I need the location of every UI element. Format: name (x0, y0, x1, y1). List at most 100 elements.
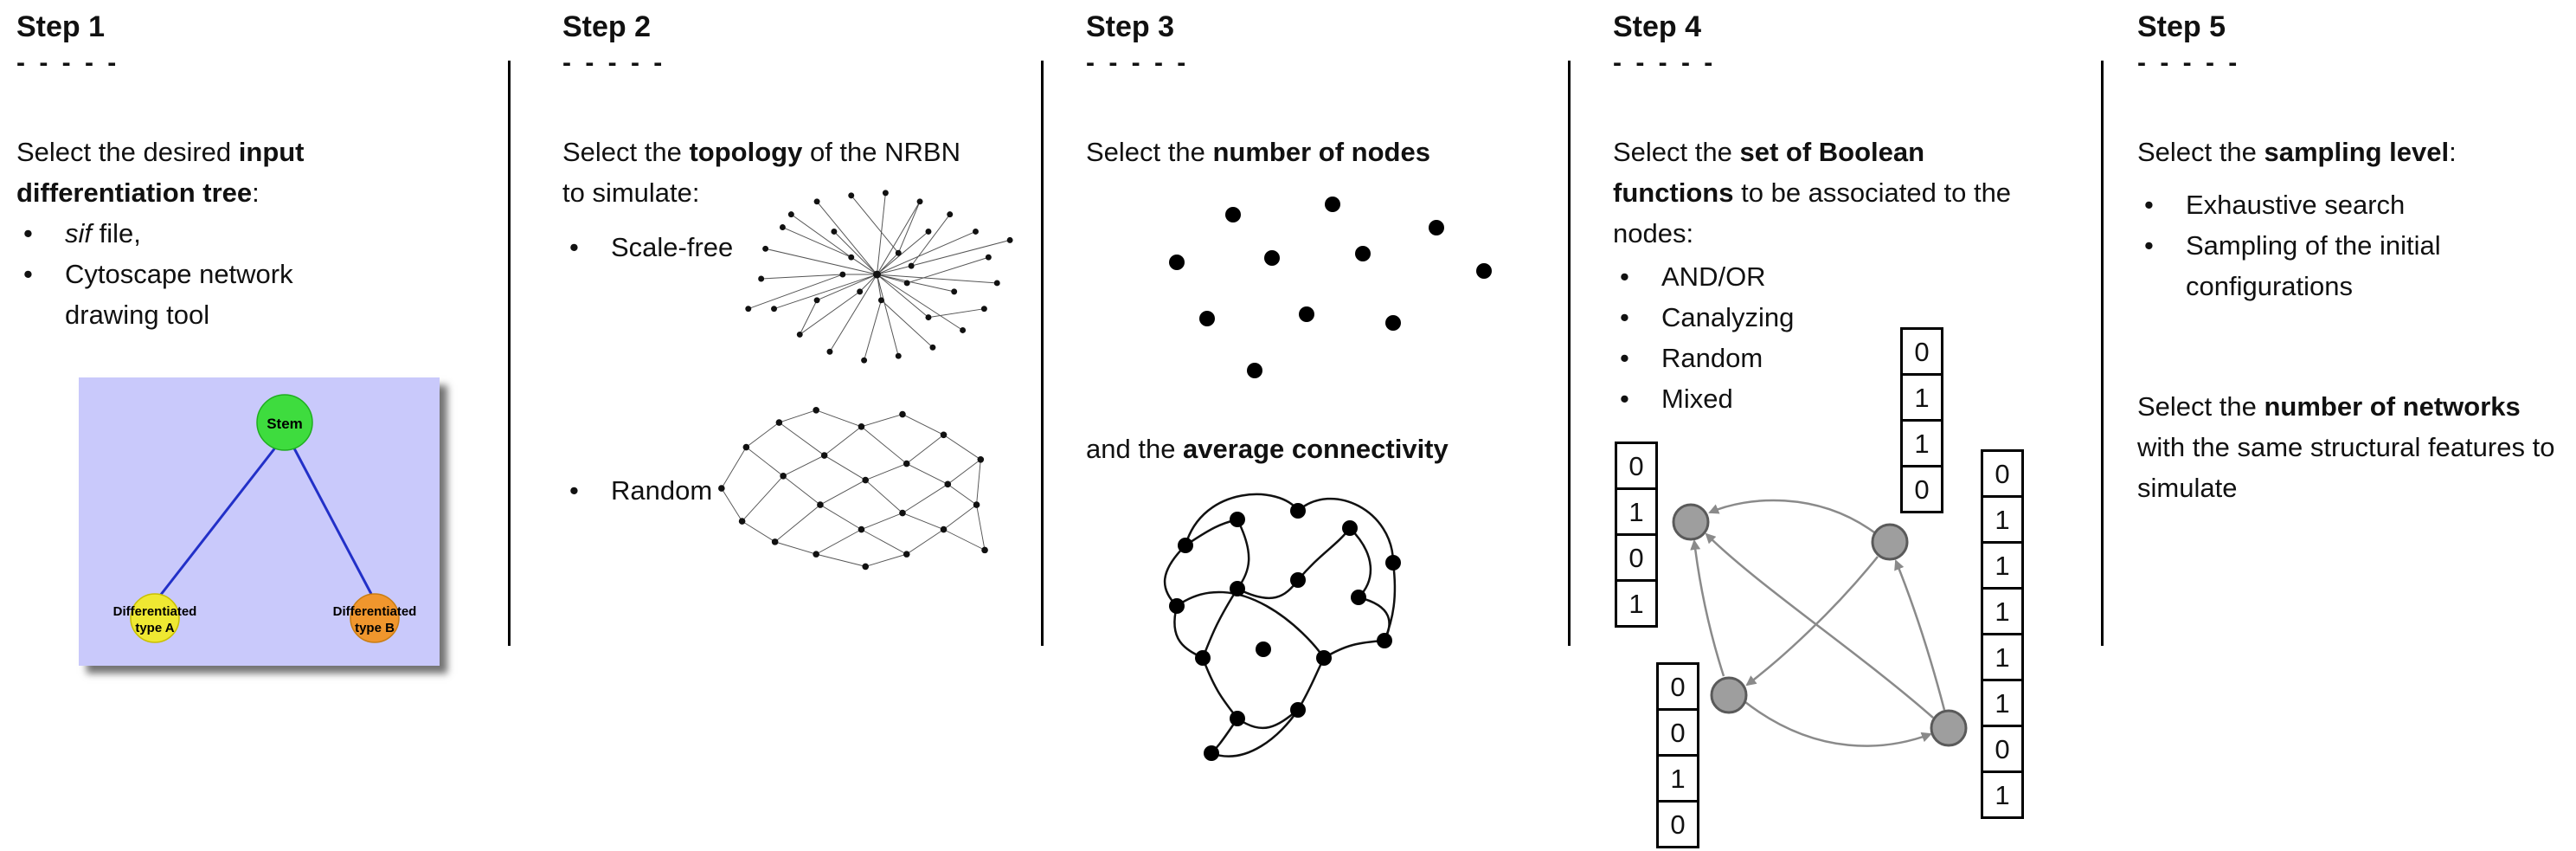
bullet-item-scale-free: Scale-free (562, 227, 853, 268)
stem-label: Stem (267, 416, 303, 432)
differentiation-tree-svg: Stem Differentiated type A Differentiate… (79, 377, 440, 666)
step-2-column: Step 2 - - - - - Select the topology of … (562, 0, 1041, 851)
bullet-item: Canalyzing (1613, 297, 1890, 338)
step-4-title: Step 4 (1613, 10, 1702, 43)
differentiated-type-b-node (350, 593, 400, 643)
column-divider-3 (1568, 61, 1571, 646)
truth-table-cell: 0 (1656, 800, 1699, 848)
text-run: and the (1086, 434, 1184, 464)
truth-table-cell: 1 (1981, 541, 2024, 590)
scale-free-network-svg (745, 190, 1013, 364)
text-run-bold: average connectivity (1183, 434, 1449, 464)
boolean-node (1930, 709, 1968, 747)
step-1-instruction: Select the desired input differentiation… (16, 132, 484, 213)
truth-table-cell: 1 (1900, 419, 1943, 467)
bullet-item: sif file, (16, 213, 484, 254)
step-4-instruction: Select the set of Boolean functions to b… (1613, 132, 2027, 254)
truth-table-top: 0 1 1 0 (1900, 327, 1943, 513)
truth-table-left: 0 1 0 1 (1615, 442, 1658, 628)
step-3-column: Step 3 - - - - - Select the number of no… (1086, 0, 1566, 851)
connectivity-graph-image (1134, 476, 1419, 775)
step-1-column: Step 1 - - - - - Select the desired inpu… (16, 0, 488, 851)
step-5-column: Step 5 - - - - - Select the sampling lev… (2137, 0, 2574, 851)
text-run: Select the (562, 137, 690, 167)
text-run: Select the (1613, 137, 1740, 167)
text-run-bold: topology (689, 137, 803, 167)
column-divider-2 (1041, 61, 1044, 646)
type-b-label-line1: Differentiated (333, 604, 417, 619)
type-b-label-line2: type B (355, 621, 395, 635)
connectivity-nodes (1169, 503, 1401, 761)
truth-table-cell: 1 (1615, 579, 1658, 628)
truth-table-cell: 1 (1981, 633, 2024, 681)
text-run-bold: number of nodes (1212, 137, 1430, 167)
text-run: : (2449, 137, 2457, 167)
random-network-edges (721, 409, 986, 567)
boolean-node (1871, 523, 1909, 561)
text-run: file, (92, 218, 141, 248)
bullet-item: Random (1613, 338, 1890, 378)
tree-edge-b (292, 446, 373, 595)
differentiation-tree-image: Stem Differentiated type A Differentiate… (79, 377, 440, 666)
bullet-item: Exhaustive search (2137, 184, 2553, 225)
column-divider-1 (508, 61, 511, 646)
step-4-column: Step 4 - - - - - Select the set of Boole… (1613, 0, 2097, 851)
step-1-dashed-separator: - - - - - (16, 48, 120, 77)
step-2-dashed-separator: - - - - - (562, 48, 666, 77)
step-5-dashed-separator: - - - - - (2137, 48, 2241, 77)
truth-table-right: 0 1 1 1 1 1 0 1 (1981, 449, 2024, 819)
type-a-label-line2: type A (135, 621, 174, 635)
bullet-item-random: Random (562, 470, 853, 511)
truth-table-cell: 0 (1981, 725, 2024, 773)
truth-table-bottom-left: 0 0 1 0 (1656, 662, 1699, 848)
text-run: of the NRBN to simulate: (562, 137, 960, 208)
step-4-dashed-separator: - - - - - (1613, 48, 1717, 77)
step-3-title: Step 3 (1086, 10, 1175, 43)
truth-table-cell: 0 (1900, 465, 1943, 513)
text-run: to be associated to the nodes: (1613, 177, 2012, 248)
connectivity-graph-svg (1163, 493, 1401, 761)
step-5-networks-instruction: Select the number of networks with the s… (2137, 386, 2574, 508)
boolean-node (1710, 676, 1748, 714)
nodes-dots-image (1125, 189, 1523, 405)
text-run-italic: sif (65, 218, 92, 248)
random-network-image (701, 390, 1004, 573)
text-run-bold: number of networks (2264, 391, 2521, 422)
step-5-bullet-list: Exhaustive search Sampling of the initia… (2137, 184, 2553, 306)
truth-table-cell: 1 (1981, 679, 2024, 727)
node-dots (1169, 197, 1492, 378)
boolean-network-nodes (1672, 503, 1968, 747)
text-run: Select the (2137, 391, 2264, 422)
text-run-bold: input differentiation tree (16, 137, 305, 208)
truth-table-cell: 0 (1615, 442, 1658, 490)
boolean-network-arrows (1690, 499, 1946, 747)
boolean-network-image (1618, 472, 1999, 835)
stem-node (256, 394, 313, 451)
column-divider-4 (2101, 61, 2104, 646)
random-network-svg (718, 406, 988, 571)
truth-table-cell: 0 (1900, 327, 1943, 376)
differentiated-type-a-node (130, 593, 180, 643)
truth-table-cell: 0 (1656, 662, 1699, 711)
text-run-bold: sampling level (2264, 137, 2450, 167)
random-network-nodes (718, 406, 988, 571)
bullet-item: Sampling of the initial configurations (2137, 225, 2558, 306)
type-a-label-line1: Differentiated (113, 604, 197, 619)
step-3-instruction-nodes: Select the number of nodes (1086, 132, 1566, 172)
scale-free-network-image (714, 180, 1036, 377)
truth-table-cell: 1 (1981, 495, 2024, 544)
text-run: Select the desired (16, 137, 239, 167)
truth-table-cell: 0 (1656, 708, 1699, 757)
step-1-title: Step 1 (16, 10, 106, 43)
nodes-dots-svg (1169, 197, 1492, 378)
step-3-dashed-separator: - - - - - (1086, 48, 1190, 77)
bullet-item: Mixed (1613, 378, 1890, 419)
truth-table-cell: 1 (1615, 487, 1658, 536)
bullet-item: Cytoscape network drawing tool (16, 254, 376, 335)
truth-table-cell: 1 (1981, 587, 2024, 635)
truth-table-cell: 1 (1900, 373, 1943, 422)
connectivity-edges (1163, 493, 1397, 758)
text-run: Select the (1086, 137, 1213, 167)
bullet-item: AND/OR (1613, 256, 1890, 297)
